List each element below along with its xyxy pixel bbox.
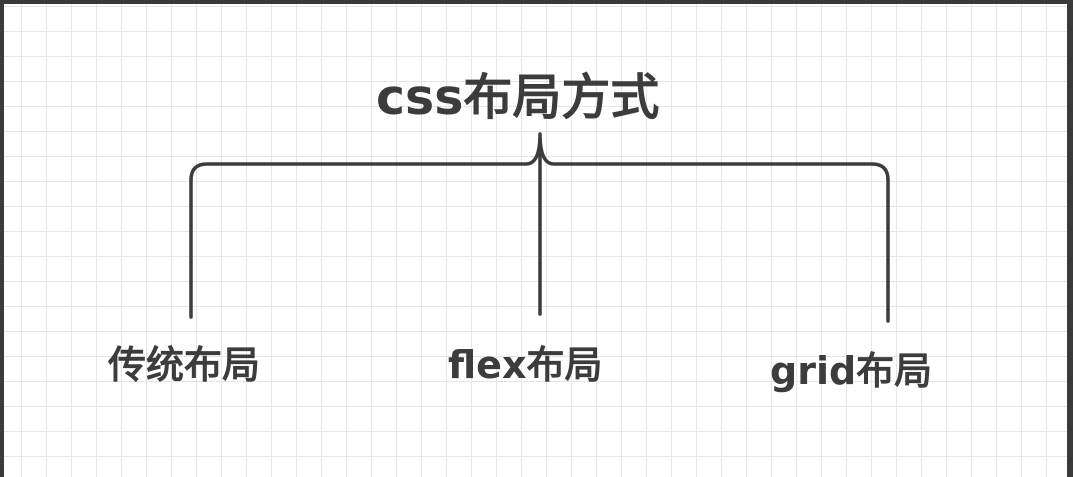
node-grid-layout: grid布局 <box>770 349 933 393</box>
node-traditional-layout: 传统布局 <box>108 343 261 387</box>
curly-brace <box>189 132 890 182</box>
brace-connector <box>189 132 890 323</box>
diagram-canvas: css布局方式 传统布局 flex布局 grid布局 <box>4 4 1067 477</box>
diagram-title: css布局方式 <box>376 69 660 126</box>
node-flex-layout: flex布局 <box>448 343 603 387</box>
